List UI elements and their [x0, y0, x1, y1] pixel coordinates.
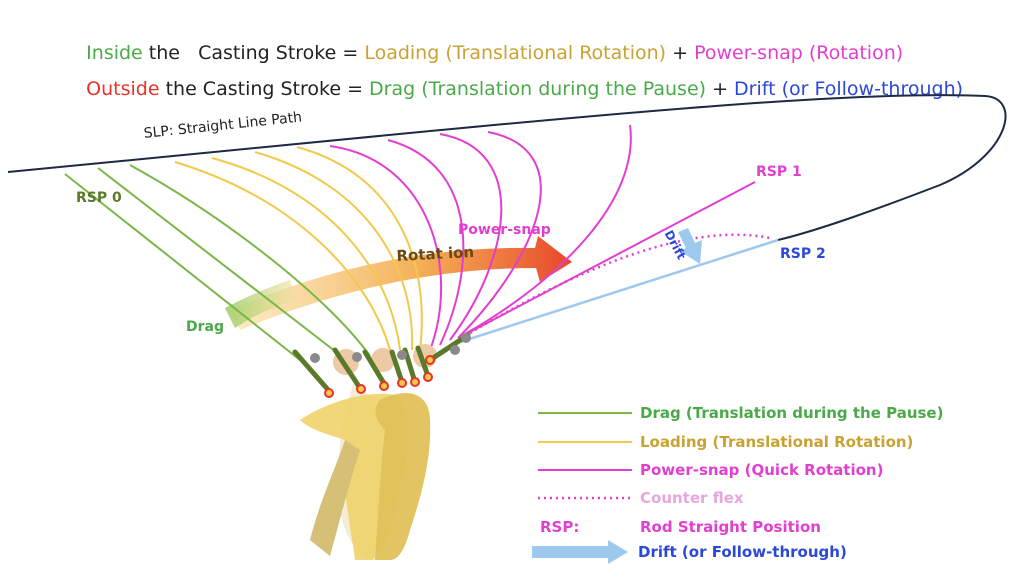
legend-power-snap-label: Power-snap (Quick Rotation): [640, 461, 884, 479]
loading-rod-lines: [174, 146, 423, 351]
header-plus: +: [666, 42, 695, 64]
header-line-outside: Outside the Casting Stroke = Drag (Trans…: [62, 56, 963, 122]
header-outside-word: Outside: [86, 78, 160, 100]
straight-line-path: [7, 94, 1007, 241]
counter-flex-line: [469, 233, 771, 335]
header-plus: +: [706, 78, 735, 100]
header-drift-term: Drift (or Follow-through): [734, 78, 964, 100]
rotation-arrow: [230, 236, 572, 330]
header-drag-term: Drag (Translation during the Pause): [369, 78, 707, 100]
header-line-inside: Inside the Casting Stroke = Loading (Tra…: [62, 20, 903, 86]
header-outside-mid: the Casting Stroke =: [159, 78, 370, 100]
legend-swatches: [532, 412, 632, 564]
legend-loading-label: Loading (Translational Rotation): [640, 433, 914, 451]
rsp2-line: [459, 238, 779, 344]
drag-rod-lines: [64, 164, 371, 361]
header-loading-term: Loading (Translational Rotation): [364, 42, 667, 64]
drift-arrow: [678, 228, 702, 264]
rsp0-label: RSP 0: [76, 190, 122, 206]
rsp1-label: RSP 1: [756, 164, 802, 180]
header-inside-word: Inside: [86, 42, 143, 64]
legend-drift-label: Drift (or Follow-through): [638, 543, 847, 561]
header-power-snap-term: Power-snap (Rotation): [694, 42, 904, 64]
legend-counter-flex-label: Counter flex: [640, 489, 744, 507]
reel-dots: [310, 333, 471, 363]
legend-rsp-value: Rod Straight Position: [640, 518, 821, 536]
power-snap-label: Power-snap: [458, 222, 551, 238]
drag-band: [225, 280, 296, 328]
header-inside-mid: the Casting Stroke =: [142, 42, 365, 64]
drag-label: Drag: [186, 319, 224, 335]
caster-figures: [300, 344, 437, 560]
rod-butts: [292, 332, 471, 395]
rsp2-label: RSP 2: [780, 246, 826, 262]
legend-rsp-key: RSP:: [540, 518, 580, 536]
power-snap-rod-lines: [329, 124, 756, 351]
legend-drag-label: Drag (Translation during the Pause): [640, 404, 944, 422]
grip-markers: [324, 355, 435, 398]
